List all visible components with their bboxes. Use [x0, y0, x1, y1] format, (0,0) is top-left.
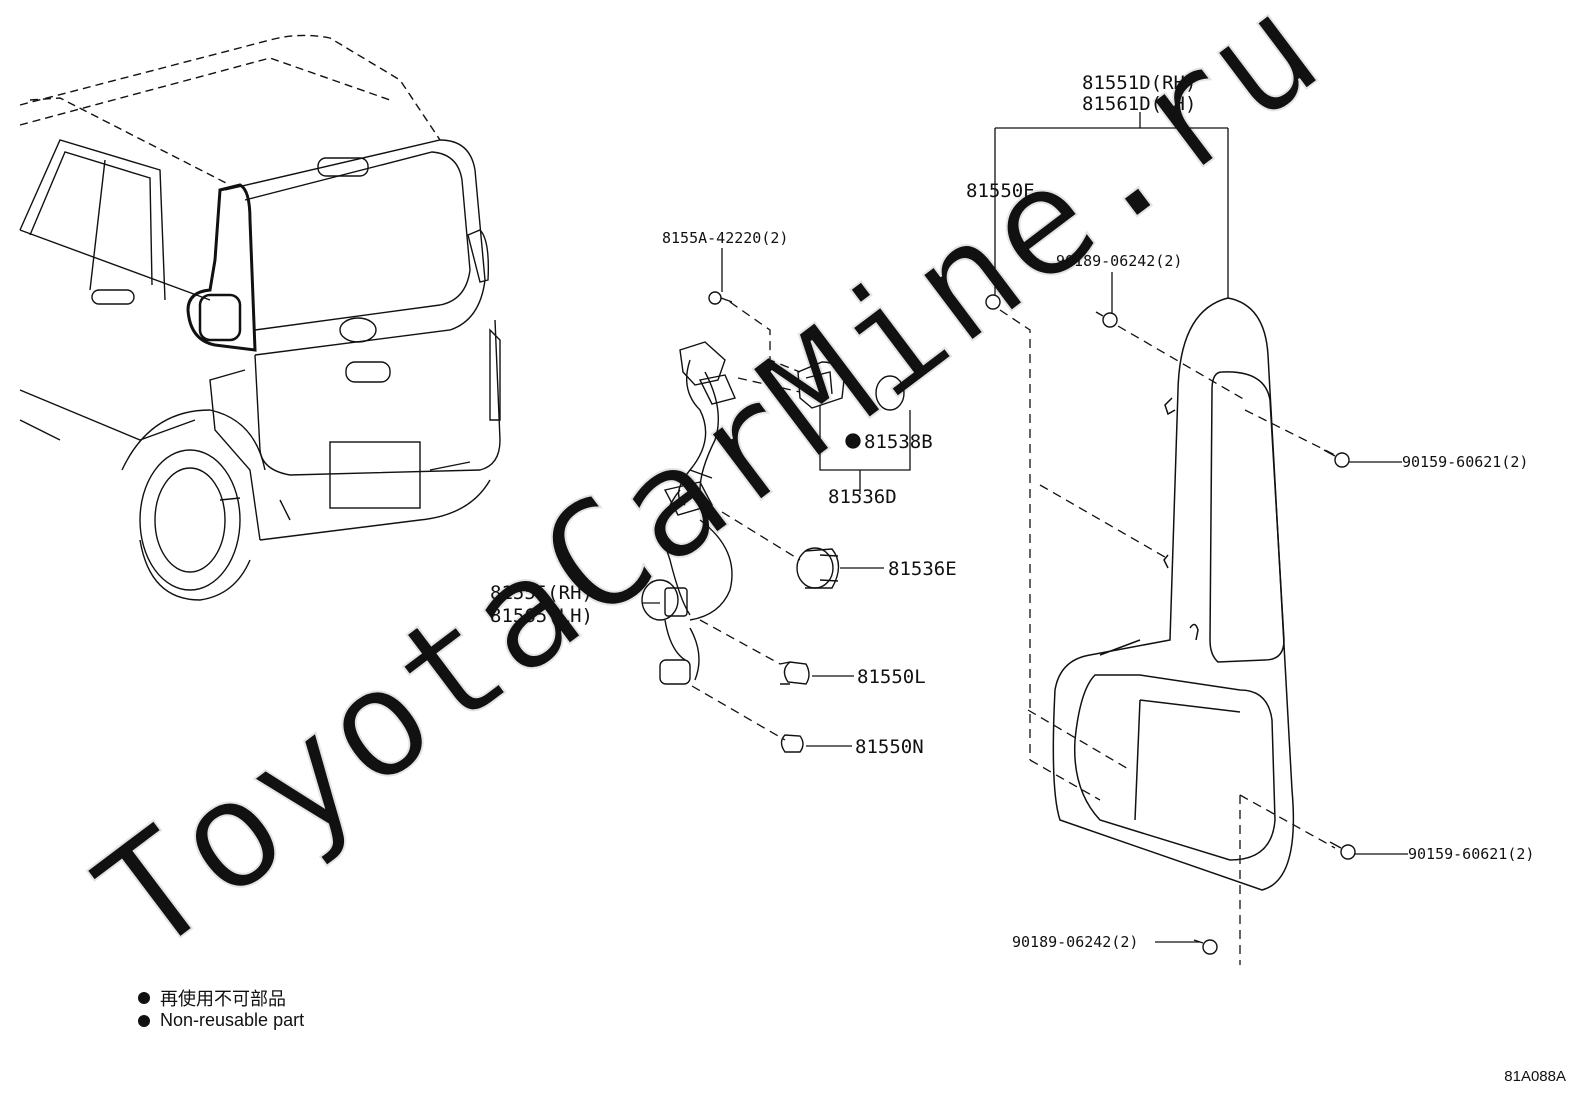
label-90159-60621-upper: 90159-60621(2) [1402, 453, 1528, 471]
label-81550l: 81550L [857, 666, 926, 688]
socket-81536d-illustration [797, 361, 845, 409]
label-90189-06242-top: 90189-06242(2) [1056, 252, 1182, 270]
bullet-icon [138, 992, 150, 1004]
label-81565-lh: 81565(LH) [490, 605, 593, 627]
guide-lines-right [999, 309, 1336, 965]
label-81536e: 81536E [888, 558, 957, 580]
label-81550e: 81550E [966, 180, 1035, 202]
label-90189-06242-bottom: 90189-06242(2) [1012, 933, 1138, 951]
legend-en-text: Non-reusable part [160, 1010, 305, 1030]
label-81550n: 81550N [855, 736, 924, 758]
bullet-icon [138, 1014, 150, 1027]
wire-harness-81555 [641, 341, 736, 685]
bulb-81550l-illustration [779, 661, 810, 685]
label-90159-60621-lower: 90159-60621(2) [1408, 845, 1534, 863]
label-81555-rh: 81555(RH) [490, 582, 593, 604]
label-8155a-42220: 8155A-42220(2) [662, 229, 788, 247]
label-81561d-lh: 81561D(LH) [1082, 93, 1196, 115]
label-81551d-rh: 81551D(RH) [1082, 72, 1196, 94]
socket-81536e-illustration [796, 547, 840, 589]
label-81538b: 81538B [864, 431, 933, 453]
watermark: ToyotaCarMine.ru [67, 0, 1351, 989]
legend-en: Non-reusable part [138, 1010, 304, 1031]
vehicle-illustration [19, 34, 501, 601]
bulb-81550n-illustration [780, 734, 804, 753]
legend-jp: 再使用不可部品 [138, 985, 286, 1011]
tail-lamp-assembly [1052, 297, 1295, 891]
guide-lines-center [691, 301, 801, 741]
screw-8155a-illustration [708, 291, 733, 305]
o-ring-81538b-illustration [875, 375, 905, 411]
label-81536d: 81536D [828, 486, 897, 508]
leader-lines-center [642, 248, 911, 747]
diagram-code: 81A088A [1504, 1068, 1566, 1085]
leader-lines-right [994, 112, 1408, 943]
legend-jp-text: 再使用不可部品 [160, 989, 286, 1009]
